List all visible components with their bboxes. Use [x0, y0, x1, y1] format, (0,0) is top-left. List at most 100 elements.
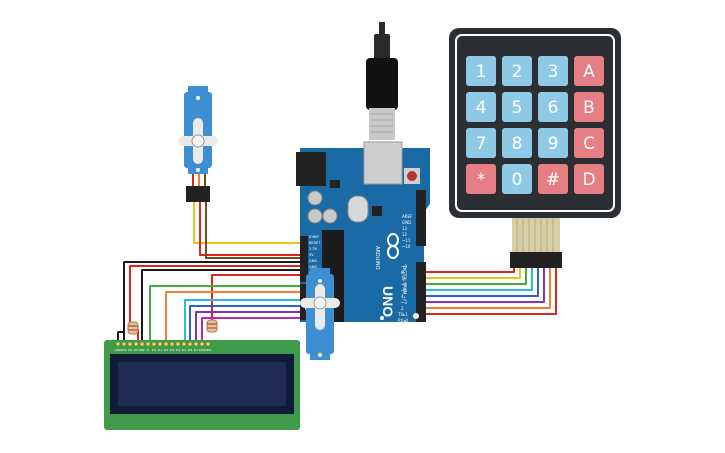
keypad-key-label: *	[477, 170, 486, 190]
keypad-key-0[interactable]: 0	[502, 164, 532, 194]
keypad-key-label: 5	[512, 98, 523, 118]
pin-label: ~11	[402, 238, 411, 243]
lcd-pin[interactable]	[133, 341, 139, 347]
wire-keypad-7	[426, 268, 551, 309]
regulator	[330, 180, 340, 188]
lcd-pin[interactable]	[193, 341, 199, 347]
servo-tab	[188, 86, 208, 94]
pin-label: GND	[309, 265, 317, 269]
wire-lcd-d6	[195, 311, 301, 342]
lcd-pin[interactable]	[169, 341, 175, 347]
lcd-pin-label: D2	[164, 348, 168, 352]
chip-small	[372, 206, 382, 216]
lcd-pin[interactable]	[121, 341, 127, 347]
wire-keypad-6	[426, 268, 545, 303]
servo-connector	[186, 186, 210, 202]
pin-label: 4	[401, 294, 404, 299]
pin-label: RESET	[309, 241, 321, 245]
pin-label: ~10	[402, 244, 411, 249]
lcd-pin-label: VCC	[121, 348, 127, 352]
pin-label: ~6	[401, 282, 407, 287]
board-model-label: UNO	[380, 286, 396, 317]
keypad-key-b[interactable]: B	[574, 92, 604, 122]
servo-shaft	[313, 296, 327, 310]
wire-servo1-ground	[205, 202, 301, 259]
keypad-key-star[interactable]: *	[466, 164, 496, 194]
capacitor	[322, 208, 338, 224]
resistor-2	[206, 319, 218, 333]
lcd-pin[interactable]	[127, 341, 133, 347]
wire-ground-2	[141, 269, 301, 342]
capacitor	[307, 190, 323, 206]
wire-keypad-8	[426, 268, 557, 315]
mounting-hole	[413, 313, 419, 319]
pin-label: IOREF	[309, 235, 319, 239]
lcd-pin[interactable]	[151, 341, 157, 347]
pin-label: RX◂0	[398, 318, 409, 323]
keypad-key-2[interactable]: 2	[502, 56, 532, 86]
wire-lcd-e	[165, 291, 301, 342]
keypad-key-label: 9	[548, 134, 559, 154]
lcd-screen	[118, 362, 286, 406]
lcd-pin[interactable]	[157, 341, 163, 347]
lcd-pin[interactable]	[181, 341, 187, 347]
pin-label: 3.3V	[309, 247, 318, 251]
crystal	[347, 195, 369, 223]
wire-keypad-2	[426, 268, 521, 279]
keypad-key-label: 8	[512, 134, 523, 154]
keypad-key-label: B	[583, 98, 595, 118]
lcd-pin[interactable]	[145, 341, 151, 347]
servo-shaft	[191, 134, 205, 148]
servo-motor-2[interactable]	[300, 268, 340, 360]
lcd-pin[interactable]	[175, 341, 181, 347]
keypad-key-1[interactable]: 1	[466, 56, 496, 86]
lcd-pin[interactable]	[205, 341, 211, 347]
pin-label: ~5	[401, 288, 407, 293]
keypad-key-label: #	[546, 170, 560, 190]
lcd-pin-label: GND	[115, 348, 123, 352]
wire-lcd-d7	[201, 317, 301, 342]
digital-header-bottom	[416, 262, 426, 322]
keypad-key-a[interactable]: A	[574, 56, 604, 86]
pin-label: 5V	[309, 253, 314, 257]
lcd-pin-label: D1	[158, 348, 162, 352]
lcd-pin-label: LED	[205, 348, 212, 352]
keypad-key-5[interactable]: 5	[502, 92, 532, 122]
pin-label: GND	[309, 259, 317, 263]
servo-tab	[310, 268, 330, 276]
keypad-key-d[interactable]: D	[574, 164, 604, 194]
keypad-key-hash[interactable]: #	[538, 164, 568, 194]
lcd-pin[interactable]	[115, 341, 121, 347]
wire-keypad-5	[426, 268, 539, 297]
power-jack	[296, 152, 326, 186]
keypad-key-9[interactable]: 9	[538, 128, 568, 158]
lcd-pin[interactable]	[199, 341, 205, 347]
lcd-pin[interactable]	[187, 341, 193, 347]
digital-header-top	[416, 190, 426, 246]
keypad-key-c[interactable]: C	[574, 128, 604, 158]
keypad-key-8[interactable]: 8	[502, 128, 532, 158]
brand-label: ARDUINO	[374, 246, 380, 270]
keypad-key-3[interactable]: 3	[538, 56, 568, 86]
digital-label: DIGITAL (PWM ~)	[402, 266, 407, 301]
lcd-pin[interactable]	[139, 341, 145, 347]
keypad-key-6[interactable]: 6	[538, 92, 568, 122]
mounting-hole	[380, 316, 384, 320]
lcd-pin[interactable]	[163, 341, 169, 347]
keypad-key-7[interactable]: 7	[466, 128, 496, 158]
pin-label: 2	[401, 306, 404, 311]
wire-lcd-d5	[189, 305, 301, 342]
pin-label: ~9	[401, 264, 407, 269]
pin-label: 13	[402, 226, 408, 231]
lcd-pin-label: D6	[188, 348, 192, 352]
pin-label: GND	[402, 220, 411, 225]
reset-button[interactable]	[407, 171, 417, 181]
capacitor	[307, 208, 323, 224]
keypad-key-4[interactable]: 4	[466, 92, 496, 122]
wire-keypad-3	[426, 268, 527, 285]
servo-motor-1[interactable]	[178, 86, 218, 202]
keypad-key-label: 1	[476, 62, 487, 82]
keypad-key-label: 4	[476, 98, 487, 118]
